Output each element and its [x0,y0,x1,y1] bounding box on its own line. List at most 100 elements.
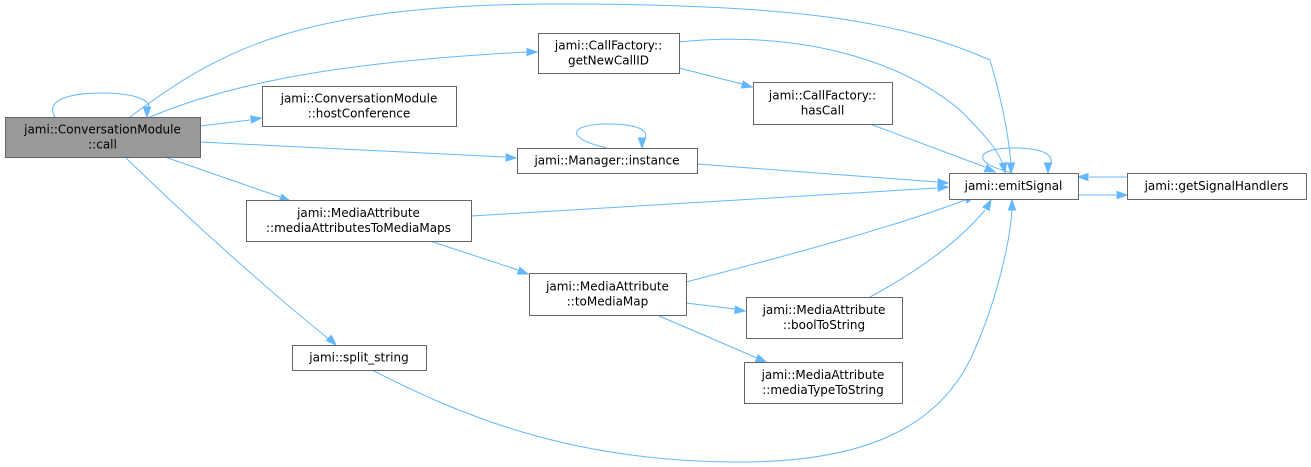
edge-arrowhead [937,183,950,192]
edge-call-to-emitSignal [129,3,1016,175]
node-instance[interactable]: jami::Manager::instance [517,148,698,174]
edge-line [199,141,506,158]
edge-line [685,199,966,283]
edge-arrowhead [505,153,518,162]
edge-line [696,163,938,183]
edge-line [678,38,1004,166]
edge-call-to-hostConference [199,115,263,127]
node-boolToString[interactable]: jami::MediaAttribute::boolToString [746,297,903,339]
node-label-line: ::call [88,138,117,152]
node-label-line: ::mediaTypeToString [762,383,883,397]
edge-arrowhead [325,334,338,347]
edge-call-to-mediaAttributesToMediaMaps [164,156,292,202]
edge-boolToString-to-emitSignal [869,198,992,298]
node-box [744,362,903,404]
edge-hasCall-to-emitSignal [869,123,997,173]
node-label-line: jami::ConversationModule [23,123,181,137]
edge-line [149,51,528,118]
edge-line [685,302,736,310]
node-getNewCallID[interactable]: jami::CallFactory::getNewCallID [538,33,680,74]
edge-arrowhead [982,198,992,212]
node-box [949,173,1079,200]
node-label-line: ::mediaAttributesToMediaMaps [266,221,451,235]
edge-instance-to-emitSignal [696,163,950,187]
edge-toMediaMap-to-emitSignal [685,195,977,283]
edge-arrowhead [142,106,152,119]
node-label-line: hasCall [801,104,845,118]
node-box [517,148,698,174]
edge-arrowhead [754,353,768,363]
node-label-line: jami::getSignalHandlers [1144,179,1289,193]
edge-line [371,209,1013,463]
edge-getNewCallID-to-hasCall [678,67,754,89]
node-label-line: jami::MediaAttribute [761,368,885,382]
node-box [538,33,680,74]
node-mediaTypeToString[interactable]: jami::MediaAttribute::mediaTypeToString [744,362,903,404]
edge-line [52,92,150,118]
edge-arrowhead [1076,172,1089,182]
edge-arrowhead [637,137,647,150]
edge-arrowhead [1006,162,1016,175]
node-label-line: getNewCallID [568,54,649,68]
node-label-line: jami::MediaAttribute [296,206,420,220]
node-label-line: ::toMediaMap [567,295,649,309]
node-label-line: jami::CallFactory:: [554,39,662,53]
node-emitSignal[interactable]: jami::emitSignal [949,173,1079,200]
edge-arrowhead [1116,190,1129,200]
edge-call-to-split_string [124,156,338,347]
node-hasCall[interactable]: jami::CallFactory::hasCall [753,82,893,125]
edge-arrowhead [249,115,263,124]
node-box [753,82,893,125]
edge-instance-to-instance [576,123,647,150]
node-box [292,345,427,371]
edge-line [982,147,1052,174]
edge-arrowhead [526,47,539,57]
edge-arrowhead [1043,162,1053,175]
node-box [1127,173,1307,200]
node-split_string[interactable]: jami::split_string [292,345,427,371]
edge-emitSignal-to-emitSignal [982,147,1053,175]
node-label-line: jami::CallFactory:: [768,89,876,103]
node-box [5,117,201,158]
edge-toMediaMap-to-mediaTypeToString [656,314,768,363]
edge-arrowhead [1007,198,1017,211]
edge-line [164,156,281,198]
edge-arrowhead [516,266,530,275]
edge-toMediaMap-to-boolToString [685,302,747,315]
node-box [262,86,457,127]
edge-line [678,67,743,85]
node-toMediaMap[interactable]: jami::MediaAttribute::toMediaMap [529,273,687,316]
node-label-line: jami::emitSignal [964,179,1063,193]
edge-line [470,187,938,217]
node-call[interactable]: jami::ConversationModule::call [5,117,201,158]
edge-arrowhead [740,80,754,89]
edge-arrowhead [734,305,747,315]
edge-call-to-call [52,92,152,119]
edge-arrowhead [983,164,997,173]
edge-line [199,119,251,127]
edge-line [429,240,519,271]
node-label-line: jami::Manager::instance [533,154,679,168]
node-label-line: ::boolToString [783,318,865,332]
nodes-layer: jami::ConversationModule::calljami::Conv… [5,33,1307,404]
edge-line [129,3,1012,166]
node-label-line: jami::split_string [308,351,409,365]
node-label-line: jami::MediaAttribute [545,280,669,294]
node-mediaAttributesToMediaMaps[interactable]: jami::MediaAttribute::mediaAttributesToM… [246,200,472,242]
node-getSignalHandlers[interactable]: jami::getSignalHandlers [1127,173,1307,200]
edge-mediaAttributesToMediaMaps-to-emitSignal [470,183,950,217]
node-label-line: jami::MediaAttribute [762,303,886,317]
edge-call-to-instance [199,141,518,162]
node-hostConference[interactable]: jami::ConversationModule::hostConference [262,86,457,127]
edge-line [869,123,986,168]
node-box [529,273,687,316]
node-box [246,200,472,242]
node-label-line: jami::ConversationModule [280,92,438,106]
edge-line [656,314,758,359]
edge-line [576,123,646,149]
edge-call-to-getNewCallID [149,47,539,118]
edge-getSignalHandlers-to-emitSignal [1076,172,1127,182]
edge-split_string-to-emitSignal [371,198,1017,463]
edge-line [869,209,986,298]
